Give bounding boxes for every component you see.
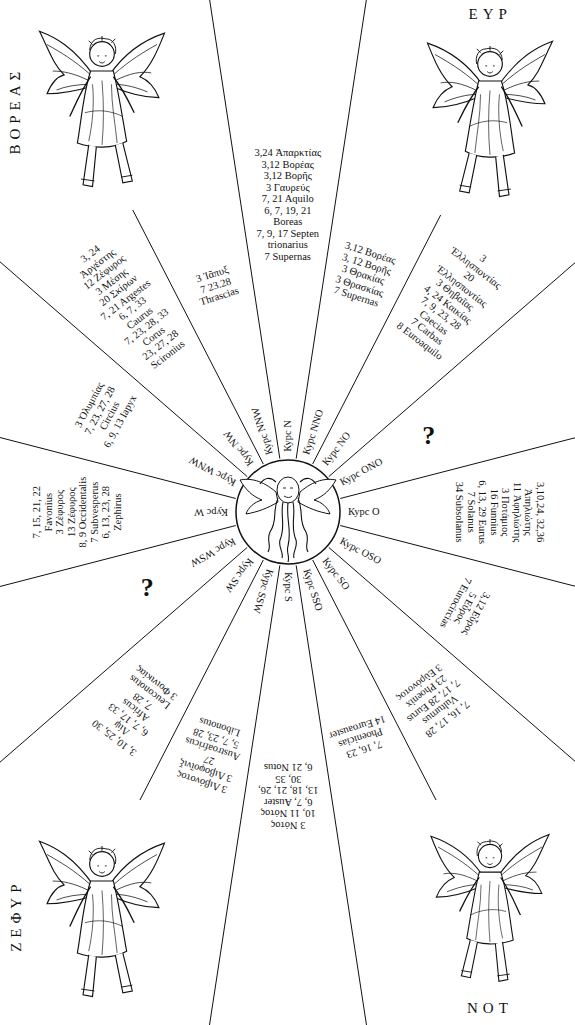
- corner-cell: [0, 0, 178, 210]
- course-label: Курс NNW: [249, 406, 275, 456]
- course-label: Курс SW: [222, 556, 256, 595]
- wind-name: 7, 21 Aquilo: [254, 193, 323, 205]
- wind-name: 6, 13, 29 Eurus: [476, 474, 488, 551]
- wind-name: 3,12 Βορέας: [254, 159, 323, 171]
- wind-name: 16 Funnius: [488, 474, 500, 551]
- drawing-use: [431, 835, 549, 982]
- course-label: Курс SO: [320, 556, 352, 593]
- wind-name: 13, 18, 21, 26, 30, 35: [254, 774, 323, 797]
- wind-list: 3, 10, 25, 30 Λίψ6, 7, 17, 33 Africus7, …: [83, 657, 187, 763]
- wind-name: 3,24 Ἀπαρκτίας: [254, 147, 323, 159]
- wind-name: 34 Subsolanus: [453, 474, 465, 551]
- course-label: Курс ONO: [338, 456, 385, 489]
- question-mark: ?: [422, 421, 435, 451]
- wind-name: 11 Ἀφηλιώτης: [511, 474, 523, 551]
- wind-god-name: ΝΟΤ: [467, 1000, 513, 1017]
- boreas-figure: [39, 31, 164, 186]
- drawing-path: [283, 488, 293, 498]
- wind-list: 7, 16, 23 Phoenicias14 Euroauster: [326, 712, 395, 764]
- wind-name: 6, 13, 23, 28 Zephirus: [100, 474, 123, 551]
- drawing-path: [298, 479, 336, 514]
- wind-name: 13 Ζέφυρος: [66, 474, 78, 551]
- wind-name: 6, 7, 19, 21 Boreas: [254, 205, 323, 228]
- wind-list: 3 Ἰᾶπυξ7 23.28 Thrascias: [182, 260, 251, 312]
- sector-line: [25, 0, 263, 464]
- wind-list: 3,12 Βορέας3, 12 Βορῆς3 Θρακίας3 Θρασκία…: [330, 239, 398, 310]
- wind-name: 7 Solanus: [465, 474, 477, 551]
- wind-name: 8, 9 Occidentalis: [77, 474, 89, 551]
- corner-cell: [405, 0, 575, 215]
- wind-name: 7, 15, 21, 22 Favonius: [31, 474, 54, 551]
- wind-name: 3 Γαυρεύς: [254, 182, 323, 194]
- sector-line: [329, 263, 575, 477]
- euros-figure: [427, 41, 552, 196]
- wind-list: 3 Ἑλλησποντίας20 Ἑλλησποντίας3 Θηβαῖας4,…: [389, 233, 514, 366]
- wind-list: 7, 15, 21, 22 Favonius3 Ζέφυρος13 Ζέφυρο…: [31, 474, 123, 551]
- wind-god-name: ΒΟΡΕΑΣ: [7, 66, 24, 154]
- course-label: Курс NW: [221, 428, 256, 468]
- course-label: Курс S: [282, 572, 294, 602]
- wind-name: 10, 11 Νότος: [254, 808, 323, 820]
- drawing-path: [240, 479, 278, 514]
- course-label: Курс NNO: [300, 408, 326, 456]
- drawing-path: [260, 478, 316, 562]
- wind-name: 3 Νότος: [254, 820, 323, 832]
- wind-name: 3 Ζέφυρος: [54, 474, 66, 551]
- wind-name: 6, 7, Auster: [254, 797, 323, 809]
- wind-list: 3,24 Ἀπαρκτίας3,12 Βορέας3,12 Βορῆς3 Γαυ…: [254, 147, 323, 262]
- drawing-ellipse: [277, 477, 299, 503]
- wind-name: 3 Ποτάμιος: [499, 474, 511, 551]
- wind-name: 7 Subvesperus: [89, 474, 101, 551]
- wind-list: 7, 16, 17, 28 Vulturnus7, 17, 28 Eurus23…: [389, 657, 479, 745]
- corner-cell: [400, 800, 575, 1025]
- drawing-use: [427, 41, 552, 196]
- course-label: Курс SSO: [301, 567, 326, 612]
- wind-name: 7 Supernas: [254, 251, 323, 263]
- course-label: Курс WNW: [187, 454, 238, 489]
- drawing-circle: [236, 460, 340, 564]
- center-face: [236, 460, 340, 564]
- wind-name: 3,10,24, 32,36 Ἀπηλιώτης: [522, 474, 545, 551]
- wind-list: 3,12 Εὖρος5 Εὖρος7 Eurocircias: [438, 575, 495, 640]
- course-label: Курс W: [194, 506, 228, 518]
- wind-name: 6, 21 Notus: [254, 762, 323, 774]
- course-label: Курс WSW: [188, 535, 237, 569]
- wind-list: 3 Νότος10, 11 Νότος6, 7, Auster13, 18, 2…: [254, 762, 323, 831]
- course-label: Курс O: [348, 506, 380, 518]
- course-label: Курс OSO: [338, 535, 383, 567]
- wind-list: 3 Λιβόνοτος3 Λιβοφοῖνιξ27 Austroafricus5…: [171, 712, 251, 797]
- course-label: Курс SSW: [250, 568, 275, 615]
- course-label: Курс NO: [320, 430, 353, 468]
- wind-god-name: ΖΕΦΥΡ: [8, 879, 25, 951]
- wind-god-name: ΕΥΡ: [469, 6, 512, 23]
- wind-name: 7, 9, 17 Septen trionarius: [254, 228, 323, 251]
- course-label: Курс N: [282, 420, 294, 452]
- wind-list: 3,10,24, 32,36 Ἀπηλιώτης11 Ἀφηλιώτης3 Πο…: [453, 474, 545, 551]
- wind-list: 3 Ὀλυμπίας7, 23, 27, 28 Circius6, 9, 13 …: [67, 369, 143, 457]
- zephyros-figure: [39, 841, 164, 996]
- notos-figure: [431, 835, 549, 982]
- wind-list: 3, 24 Ἀργέστης12 Ζέφυρος3 Μέσης20 Σκίρων…: [62, 231, 196, 379]
- wind-name: 3,12 Βορῆς: [254, 170, 323, 182]
- corner-cell: [0, 800, 180, 1025]
- question-mark: ?: [141, 573, 154, 603]
